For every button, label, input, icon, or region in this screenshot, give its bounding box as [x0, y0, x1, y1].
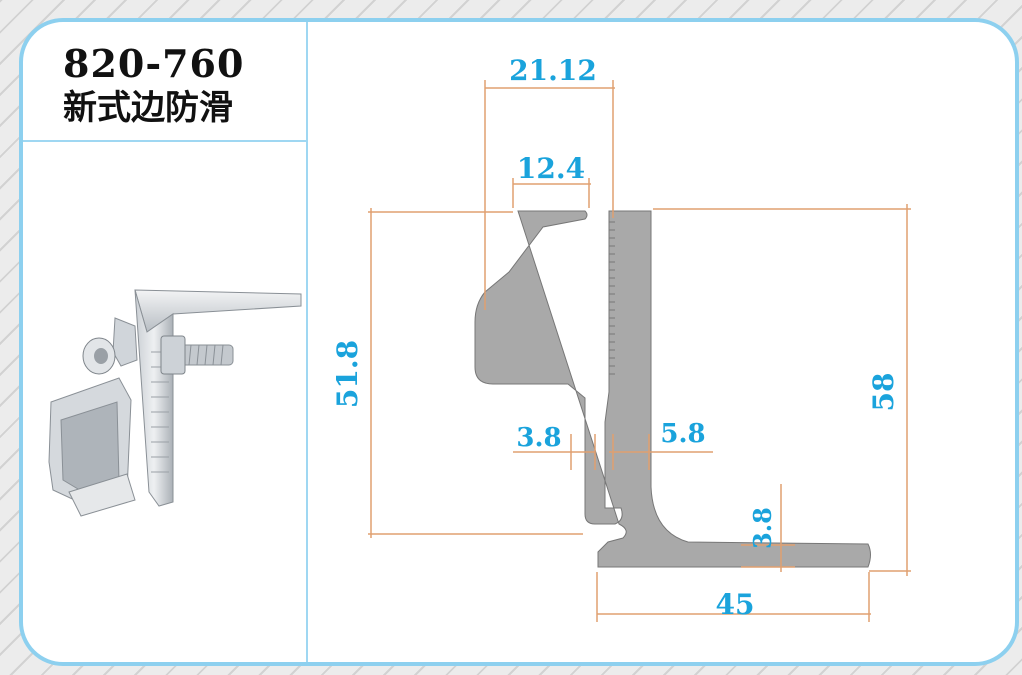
dim-left-height-label: 51.8	[331, 340, 364, 408]
title-block: 820-760 新式边防滑	[63, 42, 298, 130]
dim-base-length-label: 45	[716, 588, 755, 621]
clamp-nut	[160, 335, 186, 375]
dim-inner-thickness-label: 3.8	[516, 423, 561, 453]
dim-wall-thickness-label: 5.8	[660, 419, 705, 449]
dimension-lines	[368, 80, 911, 622]
clamp-profile-shape	[474, 210, 871, 568]
dim-top-width-label: 21.12	[509, 54, 597, 87]
product-name: 新式边防滑	[63, 88, 233, 128]
clamp-photo	[48, 289, 302, 517]
dim-hook-width-label: 12.4	[517, 152, 585, 185]
profile-serrations	[609, 221, 615, 375]
dim-base-thickness-label: 3.8	[748, 507, 777, 549]
profile-drawing: 21.12 12.4 51.8 58 3.8 5.8 3.8 45	[331, 54, 911, 622]
product-card: 820-760 新式边防滑	[19, 18, 1019, 666]
model-number: 820-760	[63, 41, 245, 86]
dim-total-height-label: 58	[867, 373, 900, 412]
vertical-divider	[306, 22, 308, 662]
horizontal-divider	[23, 140, 306, 142]
